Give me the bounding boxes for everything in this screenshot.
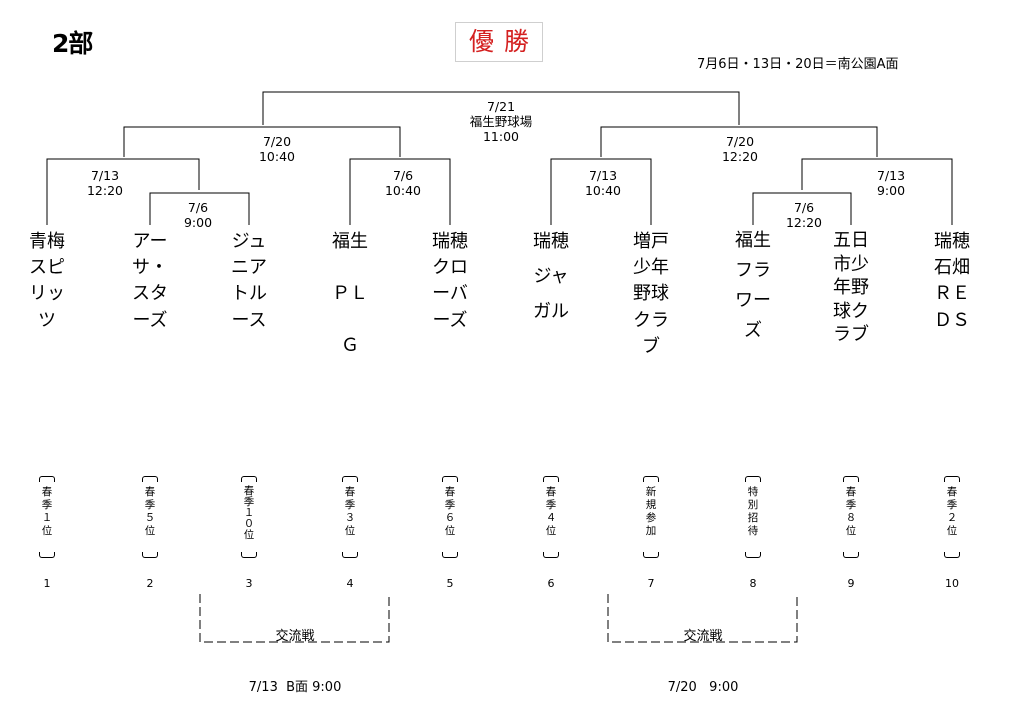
- team-rank: 春季１０位: [240, 476, 258, 558]
- exchange-right-bracket: [607, 594, 798, 643]
- division-title: 2部: [52, 29, 93, 58]
- exchange-right: 交流戦 7/20 9:00: [608, 594, 798, 713]
- team-rank: 春季８位: [842, 476, 860, 558]
- team-name: 瑞穂ジャガル: [533, 231, 569, 322]
- exchange-title: 交流戦: [275, 629, 315, 644]
- team-rank: 春季１位: [38, 476, 56, 558]
- exchange-left-bracket: [199, 594, 390, 643]
- final-connector: [262, 91, 740, 125]
- team-rank: 春季３位: [341, 476, 359, 558]
- match1-label: 7/13 12:20: [86, 168, 124, 198]
- team-name: 瑞穂石畑ＲＥＤＳ: [934, 231, 970, 331]
- team-name: 青梅スピリッツ: [29, 231, 65, 331]
- exchange-left: 交流戦 7/13 B面 9:00: [200, 594, 390, 713]
- team-rank: 春季６位: [441, 476, 459, 558]
- team-rank: 春季２位: [943, 476, 961, 558]
- semi-right-label: 7/20 12:20: [721, 134, 759, 164]
- team-name: 瑞穂クローバーズ: [432, 231, 468, 331]
- team-rank: 春季５位: [141, 476, 159, 558]
- team-rank: 春季４位: [542, 476, 560, 558]
- exchange-detail: 7/13 B面 9:00: [248, 680, 342, 695]
- match6-connector: [801, 158, 953, 225]
- team-number: 3: [245, 577, 253, 590]
- team-number: 8: [749, 577, 757, 590]
- match3-connector: [349, 158, 451, 225]
- exchange-detail: 7/20 9:00: [667, 680, 739, 695]
- semi-right-connector: [600, 126, 878, 157]
- team-rank: 新規参加: [642, 476, 660, 558]
- match6-label: 7/13 9:00: [876, 168, 906, 198]
- team-name: 福生フラワーズ: [735, 230, 771, 341]
- match4-connector: [550, 158, 652, 225]
- venue-note: 7月6日・13日・20日＝南公園A面: [697, 57, 899, 72]
- final-label: 7/21 福生野球場 11:00: [469, 99, 533, 144]
- team-number: 4: [346, 577, 354, 590]
- semi-left-connector: [123, 126, 401, 157]
- team-name: 福生ＰＬＧ: [332, 231, 368, 356]
- team-number: 5: [446, 577, 454, 590]
- match5-connector: [752, 192, 852, 225]
- team-name: アーサ・スターズ: [132, 231, 168, 331]
- team-number: 10: [945, 577, 959, 590]
- team-name: ジュニアトルース: [231, 231, 267, 331]
- team-name: 五日市少年野球クラブ: [833, 230, 869, 345]
- bracket-lines: [46, 91, 953, 643]
- match5-label: 7/6 12:20: [785, 200, 823, 230]
- match2-connector: [149, 192, 250, 225]
- match1-connector: [46, 158, 200, 225]
- team-name: 増戸少年野球クラブ: [633, 231, 669, 357]
- exchange-title: 交流戦: [683, 629, 723, 644]
- semi-left-label: 7/20 10:40: [258, 134, 296, 164]
- team-number: 6: [547, 577, 555, 590]
- team-number: 2: [146, 577, 154, 590]
- match4-label: 7/13 10:40: [584, 168, 622, 198]
- team-number: 9: [847, 577, 855, 590]
- team-rank: 特別招待: [744, 476, 762, 558]
- match3-label: 7/6 10:40: [384, 168, 422, 198]
- team-number: 1: [43, 577, 51, 590]
- champion-box: 優勝: [455, 22, 543, 62]
- team-number: 7: [647, 577, 655, 590]
- match2-label: 7/6 9:00: [183, 200, 213, 230]
